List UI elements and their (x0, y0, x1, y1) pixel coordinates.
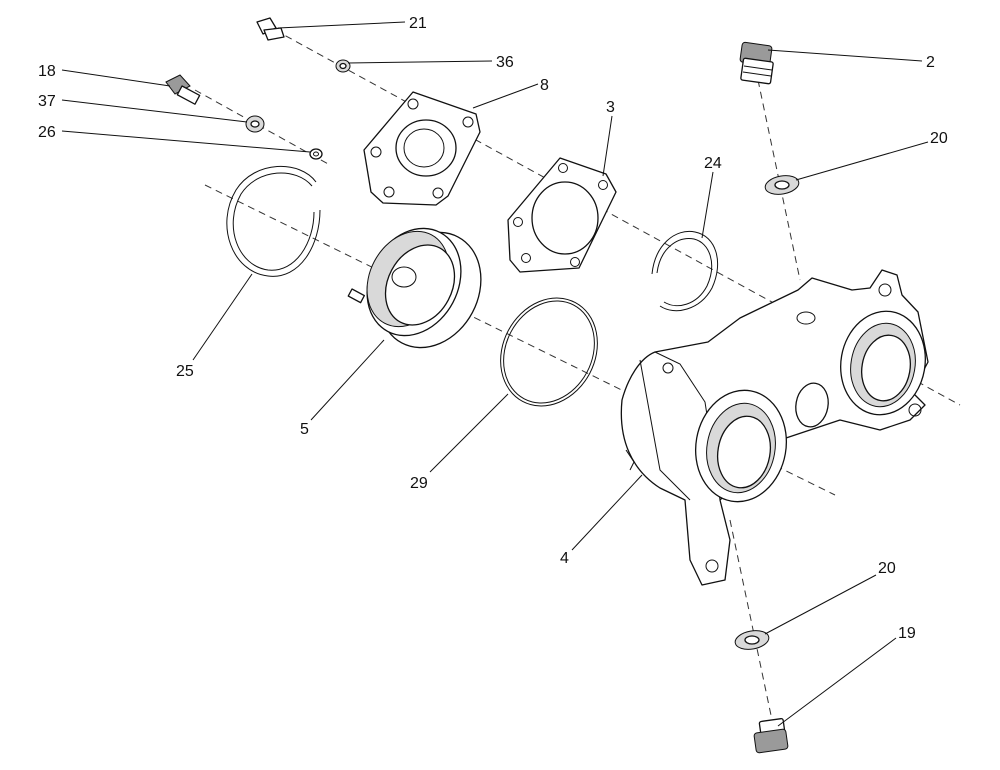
leader-36 (347, 60, 493, 64)
part-gasket (507, 157, 617, 273)
leader-19 (777, 637, 897, 727)
callout-36: 36 (496, 54, 514, 71)
leader-lines (61, 21, 929, 727)
callout-21: 21 (409, 15, 427, 32)
callout-8: 8 (540, 77, 549, 94)
leader-4 (571, 474, 643, 551)
callout-25: 25 (176, 363, 194, 380)
part-housing (620, 269, 929, 586)
part-bearing (347, 227, 482, 349)
leader-3 (602, 115, 613, 177)
leader-2 (767, 49, 923, 62)
leader-26 (61, 130, 311, 153)
callout-37: 37 (38, 93, 56, 110)
leader-5 (310, 339, 385, 421)
part-fitting (165, 74, 201, 105)
axis-plug-bottom (729, 519, 773, 721)
part-washer-20-top (764, 175, 800, 195)
callout-26: 26 (38, 124, 56, 141)
callout-3: 3 (606, 99, 615, 116)
part-o-ring (500, 297, 598, 407)
part-plug-bottom (753, 718, 789, 754)
callout-24: 24 (704, 155, 722, 172)
callout-2: 2 (926, 54, 935, 71)
callout-29: 29 (410, 475, 428, 492)
part-washer-20-bottom (734, 630, 770, 650)
leader-37 (61, 99, 248, 123)
callout-20-top: 20 (930, 130, 948, 147)
part-washer-36 (335, 59, 351, 73)
part-bolt (256, 17, 285, 41)
leader-25 (192, 273, 253, 361)
leader-29 (429, 393, 509, 473)
leader-18 (61, 69, 171, 87)
axis-lower (204, 184, 836, 496)
leader-8 (472, 83, 539, 109)
callout-18: 18 (38, 63, 56, 80)
leader-21 (277, 21, 406, 29)
callout-20-bottom: 20 (878, 560, 896, 577)
part-washer-37 (245, 115, 265, 133)
part-cover-plate (363, 91, 481, 206)
leader-20-bottom (764, 574, 877, 635)
callout-19: 19 (898, 625, 916, 642)
part-snap-ring-24 (651, 230, 719, 312)
callout-labels: 21 36 2 18 8 37 3 26 20 24 25 5 29 4 20 … (38, 15, 948, 642)
callout-5: 5 (300, 421, 309, 438)
part-plug-top (739, 41, 774, 85)
part-snap-ring-25 (226, 165, 321, 277)
leader-20-top (795, 141, 929, 181)
leader-24 (701, 171, 714, 239)
callout-4: 4 (560, 550, 569, 567)
part-seal-26 (309, 148, 323, 160)
